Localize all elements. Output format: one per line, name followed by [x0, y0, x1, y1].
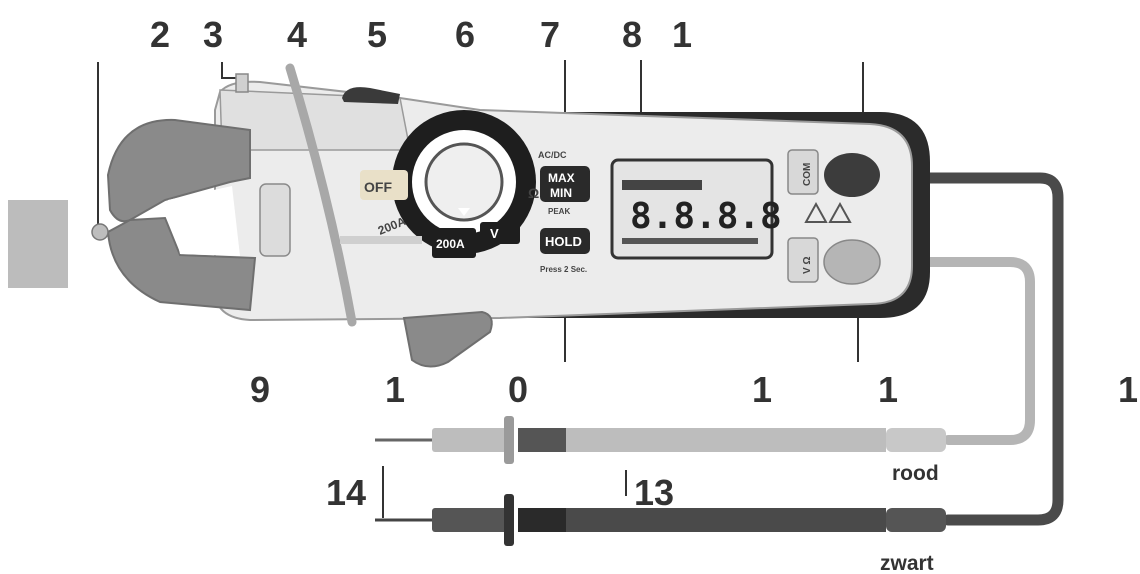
callout-8: 8 [622, 14, 642, 55]
callout-1-d: 1 [1118, 369, 1138, 410]
warning-triangle-icon [804, 201, 828, 223]
finger-guard [285, 63, 357, 327]
jaw-trigger[interactable] [259, 183, 291, 257]
callout-13: 13 [634, 472, 674, 513]
clamp-meter: OFF 200A 200A V Ω AC/DC MAX MIN PEAK HOL… [91, 63, 930, 368]
bottom-callouts: 9 1 0 1 1 1 [250, 369, 1138, 410]
red-lead-label: rood [892, 462, 939, 485]
callout-3: 3 [203, 14, 223, 55]
callout-14: 14 [326, 472, 366, 513]
red-plug [823, 239, 881, 285]
maxmin-label-1: MAX [548, 171, 575, 185]
jaw-opening [168, 186, 240, 256]
callout-2: 2 [150, 14, 170, 55]
dial-pos-200a-dc: 200A [436, 237, 465, 251]
maxmin-label-2: MIN [550, 186, 572, 200]
jaw-tip [91, 223, 109, 241]
dial-v-badge [480, 222, 520, 244]
black-plug [824, 153, 880, 197]
dial-pos-volt: V [490, 226, 499, 241]
warning-triangle-icon-2 [828, 201, 852, 223]
probe-black [375, 494, 946, 546]
v-ohm-jack-plate [787, 237, 819, 283]
com-jack-label: COM [802, 163, 813, 186]
callout-9: 9 [250, 369, 270, 410]
callout-0: 0 [508, 369, 528, 410]
press-hint: Press 2 Sec. [540, 265, 587, 274]
acdc-label: AC/DC [538, 150, 567, 160]
jaw-lever[interactable] [402, 310, 493, 368]
lcd-digits: 8.8.8.8 [630, 196, 782, 237]
hold-label: HOLD [545, 234, 582, 249]
black-lead-label: zwart [880, 552, 934, 574]
callout-6: 6 [455, 14, 475, 55]
reference-square [8, 200, 68, 288]
hold-button[interactable] [540, 228, 590, 254]
side-button[interactable] [342, 87, 400, 104]
top-callouts: 2 3 4 5 6 7 8 1 [150, 14, 692, 55]
v-ohm-jack-label: V Ω [802, 257, 813, 274]
peak-label: PEAK [548, 207, 570, 216]
top-bracket [235, 73, 249, 93]
dial-200a-dc-badge [432, 228, 476, 258]
dial-off-badge [360, 170, 408, 200]
callout-1-a: 1 [385, 369, 405, 410]
lcd-indicator-bar [622, 180, 702, 190]
maxmin-button[interactable] [540, 166, 590, 202]
dial-caption-strip [340, 236, 422, 244]
dial-pos-off: OFF [364, 179, 392, 195]
clamp-jaw-lower [106, 216, 257, 312]
callout-7: 7 [540, 14, 560, 55]
wire-red [875, 257, 1035, 445]
dial-pointer-icon [458, 208, 470, 216]
callout-1-c: 1 [878, 369, 898, 410]
lcd-bargraph [622, 238, 758, 244]
callout-1-top: 1 [672, 14, 692, 55]
callout-4: 4 [287, 14, 307, 55]
rotary-dial-knob[interactable] [424, 142, 504, 222]
callout-1-b: 1 [752, 369, 772, 410]
probe-red [375, 416, 946, 464]
dial-pos-ohm: Ω [528, 185, 539, 201]
com-jack-plate [787, 149, 819, 195]
callout-5: 5 [367, 14, 387, 55]
wire-black [874, 172, 1064, 526]
